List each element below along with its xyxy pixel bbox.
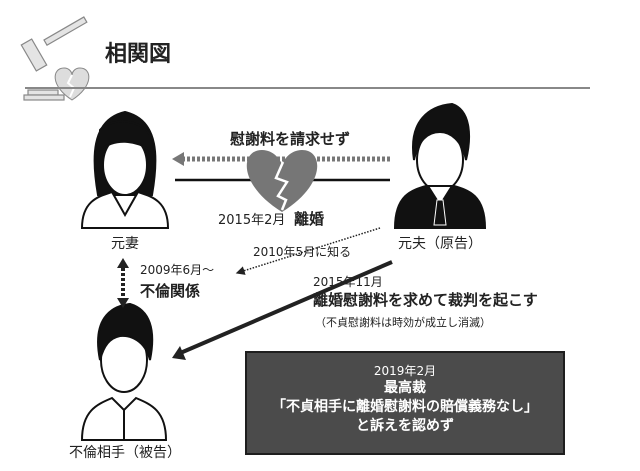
partner-figure	[80, 302, 168, 441]
divorce-date: 2015年2月	[218, 213, 286, 228]
affair-since: 2009年6月～	[140, 263, 215, 277]
lawsuit-arrow	[177, 260, 393, 356]
no-claim-label: 慰謝料を請求せず	[229, 130, 351, 148]
gavel-icon	[20, 16, 88, 101]
broken-heart-icon	[246, 150, 318, 212]
verdict-box: 2019年2月 最高裁 「不貞相手に離婚慰謝料の賠償義務なし」 と訴えを認めず	[245, 351, 565, 455]
affair-label: 不倫関係	[140, 282, 201, 300]
verdict-result: と訴えを認めず	[356, 417, 454, 434]
husband-label: 元夫（原告）	[398, 236, 482, 252]
wife-label: 元妻	[111, 236, 139, 252]
lawsuit-note: （不貞慰謝料は時効が成立し消滅）	[315, 316, 491, 329]
divorce-label: 離婚	[294, 210, 325, 228]
page-title: 相関図	[105, 42, 172, 67]
broken-heart-small-icon	[54, 67, 90, 101]
affair-double-arrow	[117, 258, 129, 308]
verdict-date: 2019年2月	[373, 364, 437, 378]
lawsuit-date: 2015年11月	[313, 275, 383, 289]
wife-figure	[80, 110, 170, 229]
verdict-court: 最高裁	[384, 380, 426, 397]
verdict-quote: 「不貞相手に離婚慰謝料の賠償義務なし」	[272, 399, 538, 416]
husband-figure	[393, 102, 487, 229]
partner-label: 不倫相手（被告）	[69, 445, 181, 461]
lawsuit-label: 離婚慰謝料を求めて裁判を起こす	[313, 291, 538, 309]
learned-label: 2010年5月に知る	[253, 245, 352, 259]
learned-arrow	[235, 227, 381, 275]
